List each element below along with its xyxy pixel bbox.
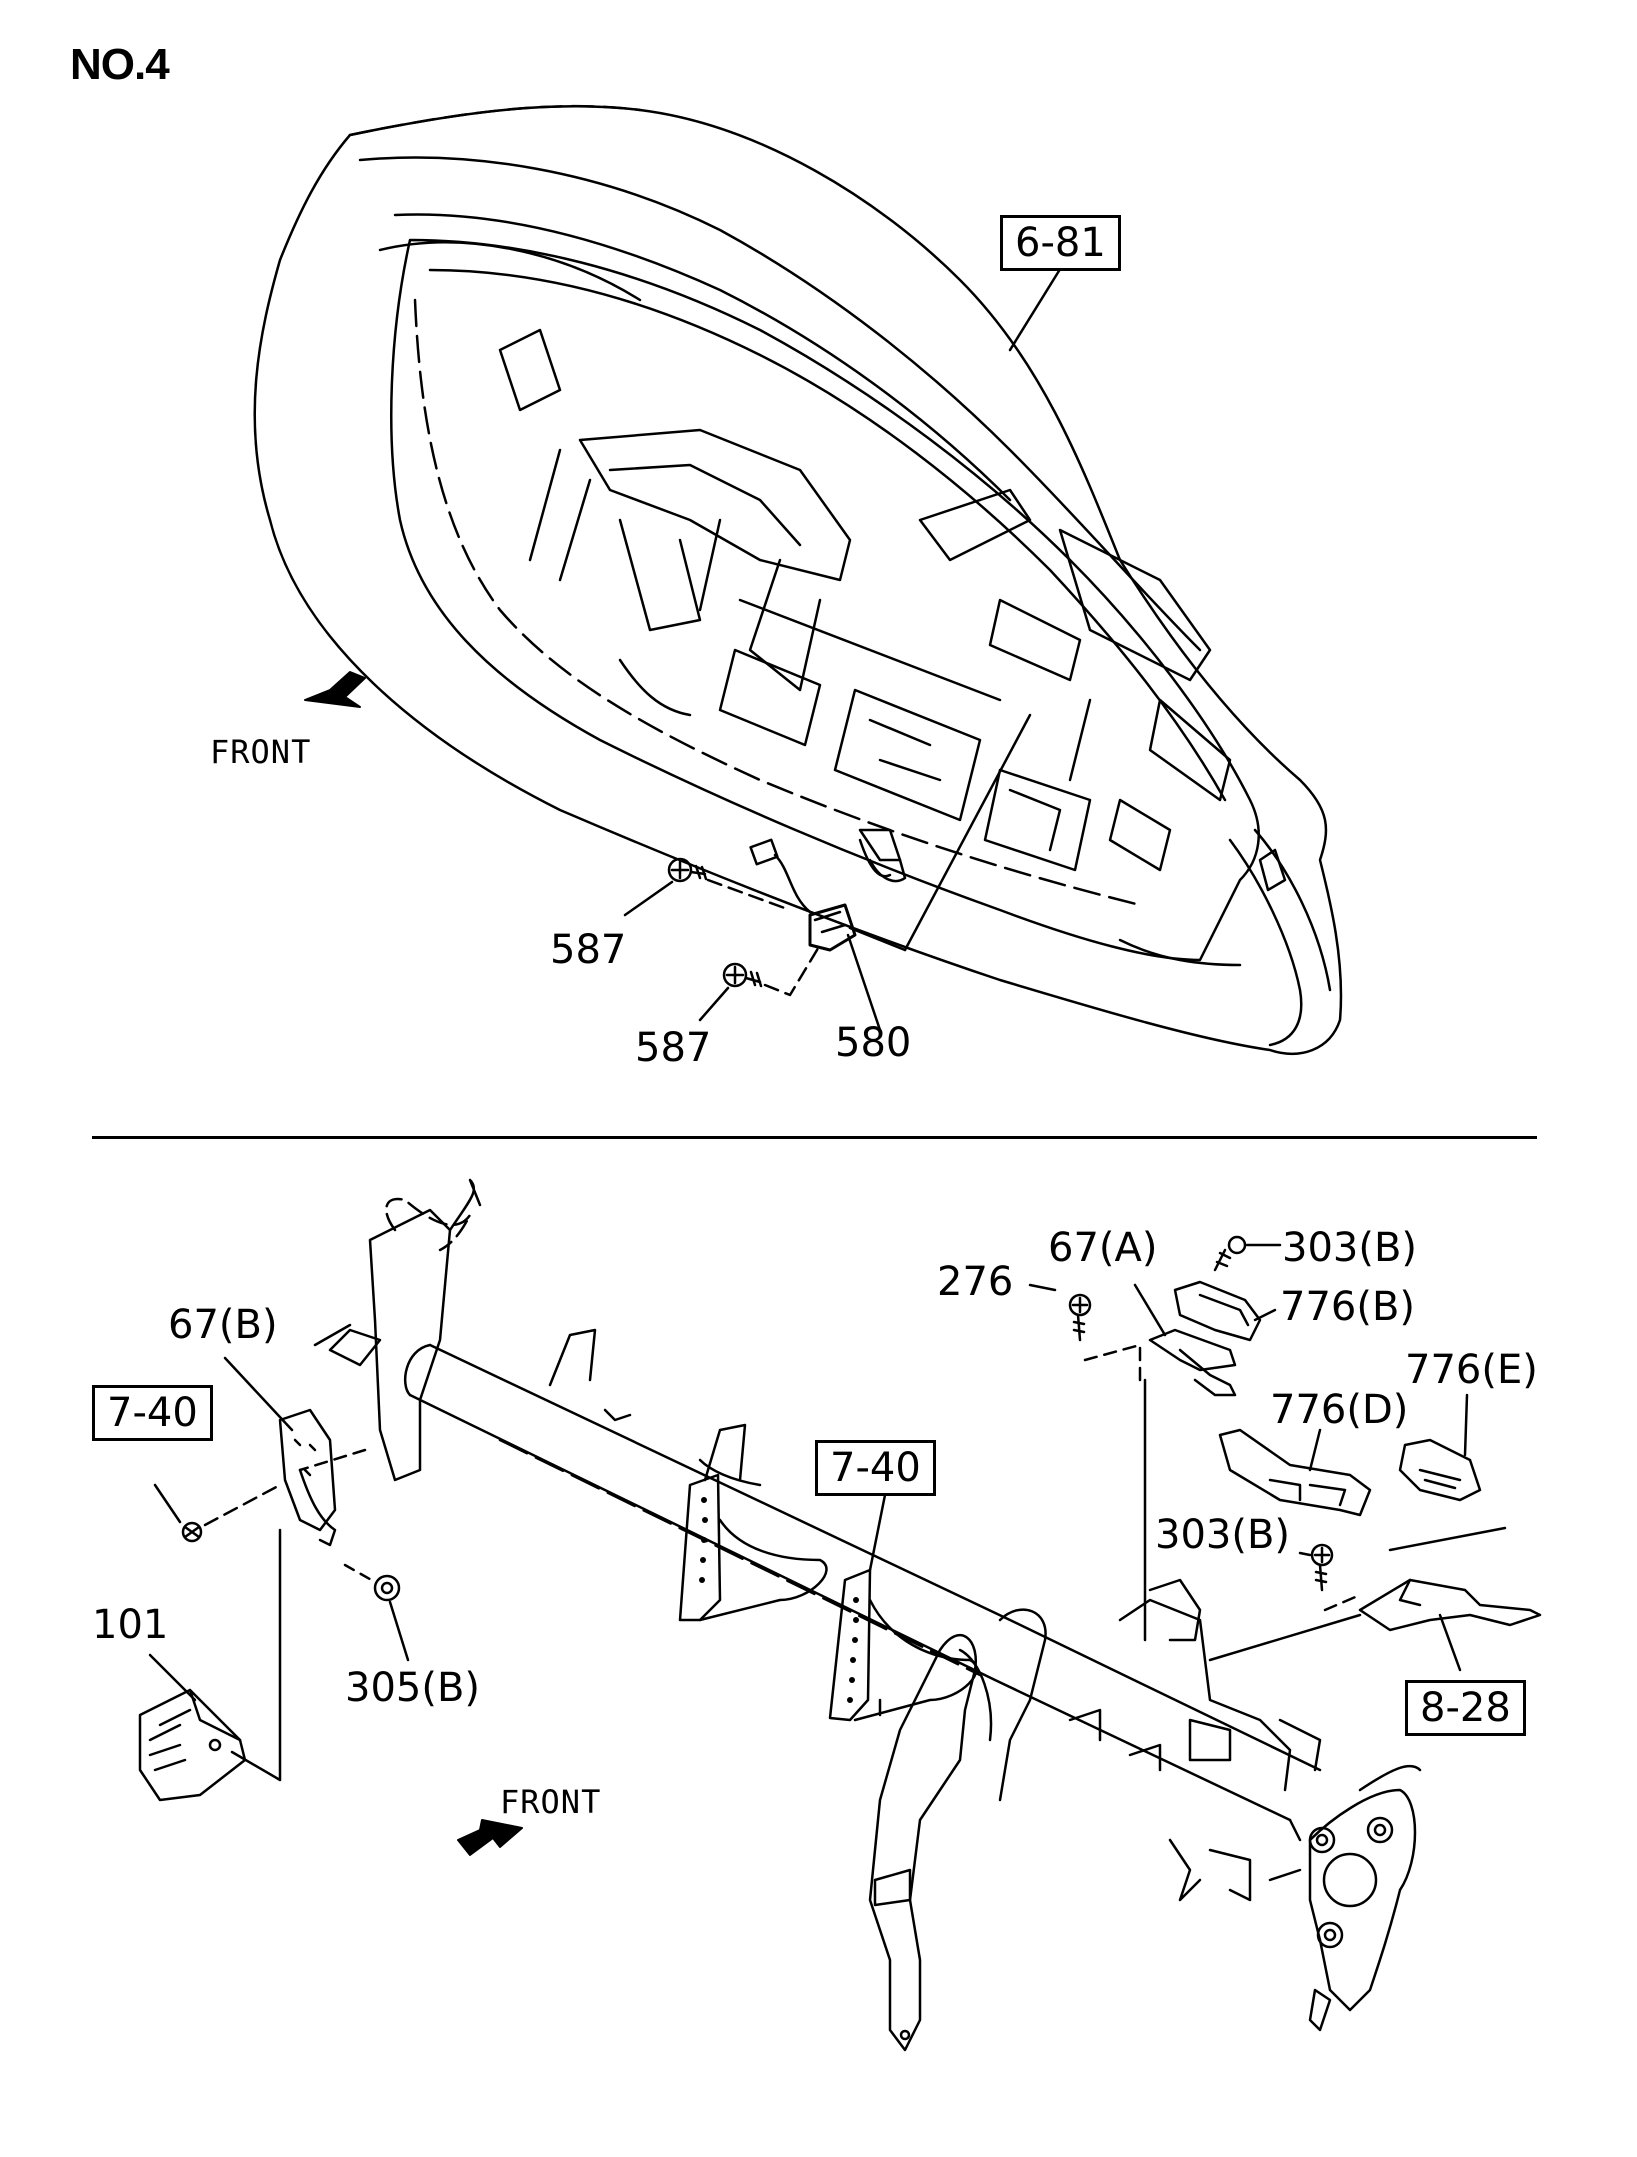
leader-776d	[1308, 1428, 1322, 1472]
end-plate	[1308, 1788, 1417, 2012]
switch-580	[808, 903, 857, 952]
recess-rib-a	[618, 518, 702, 632]
front-label-lower: FRONT	[500, 1783, 602, 1821]
bracket-67a	[1148, 1328, 1237, 1372]
part-label-776b[interactable]: 776(B)	[1280, 1284, 1415, 1330]
recess-rib-b	[748, 558, 822, 692]
holes-a	[699, 1497, 708, 1583]
leader-101	[148, 1653, 197, 1702]
front-arrow-lower-icon	[457, 1819, 523, 1856]
center-column	[868, 1634, 978, 2052]
switch-connector	[749, 838, 779, 866]
page-title: NO.4	[70, 40, 170, 89]
part-label-580[interactable]: 580	[835, 1020, 912, 1066]
screw-303b-mid-icon	[1310, 1543, 1334, 1592]
holes-b	[847, 1597, 859, 1703]
inner-frame	[390, 238, 1260, 962]
section-divider	[92, 1136, 1537, 1139]
leader-740-mid	[868, 1493, 887, 1572]
nut-305b-icon	[373, 1574, 401, 1602]
leader-67a	[1133, 1283, 1167, 1337]
screw-303b-top-icon	[1213, 1235, 1247, 1272]
part-label-587-b[interactable]: 587	[635, 1025, 712, 1071]
switch-776b	[1173, 1280, 1262, 1342]
ref-box-7-40-mid[interactable]: 7-40	[815, 1440, 936, 1496]
module-101	[138, 1688, 247, 1802]
part-label-101[interactable]: 101	[92, 1602, 169, 1648]
vertical-bracket-b	[828, 1568, 872, 1722]
part-label-776e[interactable]: 776(E)	[1405, 1347, 1538, 1393]
handle-recess	[578, 428, 852, 582]
ref-box-8-28[interactable]: 8-28	[1405, 1680, 1526, 1736]
screw-276-icon	[1068, 1293, 1092, 1342]
front-arrow-upper-icon	[304, 671, 366, 708]
left-bracket	[368, 1208, 452, 1482]
crossbeam-tube	[408, 1343, 1322, 1822]
switch-776e	[1398, 1438, 1482, 1502]
nut-7-40-icon	[181, 1521, 203, 1543]
leader-67b	[223, 1356, 294, 1432]
part-label-276[interactable]: 276	[937, 1259, 1014, 1305]
beam-tab-1	[548, 1328, 597, 1387]
vertical-bracket-a	[678, 1473, 722, 1622]
leader-587-b	[698, 986, 730, 1022]
right-bracket	[1148, 1578, 1202, 1642]
ref-box-6-81[interactable]: 6-81	[1000, 215, 1121, 271]
part-label-67a[interactable]: 67(A)	[1048, 1225, 1158, 1271]
beam-tab-2	[703, 1423, 747, 1482]
part-label-67b[interactable]: 67(B)	[168, 1302, 278, 1348]
leader-776e	[1463, 1393, 1469, 1457]
ref-box-7-40-left[interactable]: 7-40	[92, 1385, 213, 1441]
screw-587-a-icon	[667, 857, 708, 883]
switch-776d	[1218, 1428, 1372, 1517]
bracket-8-28	[1358, 1578, 1542, 1632]
front-label-upper: FRONT	[210, 733, 312, 771]
part-label-587-a[interactable]: 587	[550, 927, 627, 973]
leader-776b	[1253, 1308, 1277, 1322]
switch-wire	[773, 853, 812, 914]
part-label-776d[interactable]: 776(D)	[1270, 1387, 1409, 1433]
bracket-67b	[278, 1408, 337, 1532]
screw-587-b-icon	[722, 962, 763, 988]
part-label-303b-mid[interactable]: 303(B)	[1155, 1512, 1290, 1558]
window-center	[833, 688, 982, 822]
leader-6-81	[1008, 264, 1064, 352]
window-left	[718, 648, 822, 747]
leader-305b	[388, 1600, 410, 1662]
leader-587-a	[623, 880, 674, 917]
tailgate-top-dash	[348, 104, 642, 137]
leader-8-28	[1438, 1613, 1462, 1672]
window-right	[983, 768, 1092, 872]
part-label-303b-top[interactable]: 303(B)	[1282, 1225, 1417, 1271]
part-label-305b[interactable]: 305(B)	[345, 1665, 480, 1711]
lid-panel	[918, 488, 1032, 562]
tailgate-outline	[253, 104, 1343, 1055]
leader-580	[846, 933, 882, 1032]
